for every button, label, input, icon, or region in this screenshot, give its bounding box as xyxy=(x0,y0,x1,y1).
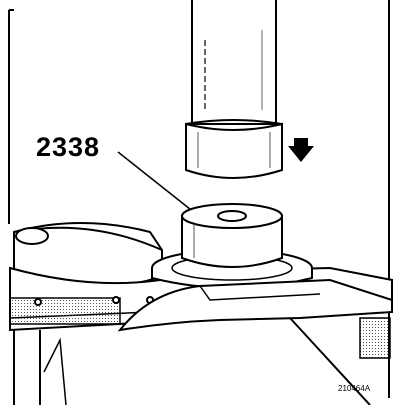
base-legs xyxy=(13,317,391,405)
part-number-callout: 2338 xyxy=(36,132,101,162)
figure-reference-label: 210464A xyxy=(338,384,371,393)
press-ram xyxy=(185,0,283,179)
tool-2338 xyxy=(181,203,283,268)
arrow-down-icon xyxy=(288,138,314,162)
callout-leader-line xyxy=(117,151,201,218)
support-bracket xyxy=(117,278,393,332)
